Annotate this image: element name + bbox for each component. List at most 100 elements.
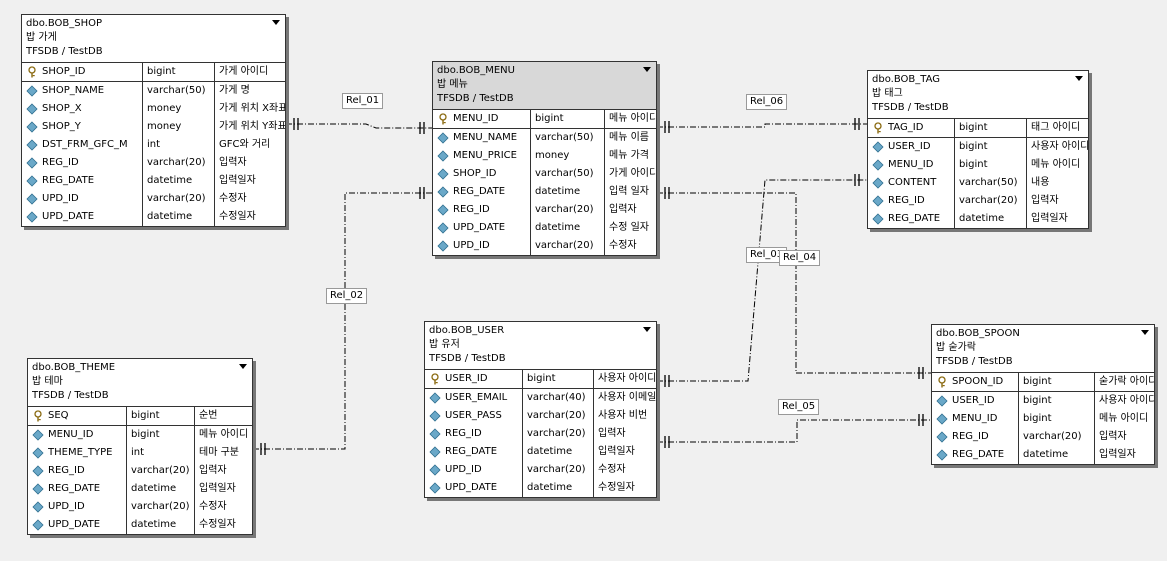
column-name: UPD_DATE [42,211,95,222]
dropdown-arrow-icon[interactable] [643,327,651,332]
column-diamond-icon [429,464,441,476]
column-diamond-icon [872,195,884,207]
column-description: 사용자 아이디 [593,370,656,388]
table-subtitle: 밥 가게 [26,32,57,43]
dropdown-arrow-icon[interactable] [239,364,247,369]
relationship-label-rel_01[interactable]: Rel_01 [342,93,384,109]
dropdown-arrow-icon[interactable] [1075,76,1083,81]
table-subtitle: 밥 태그 [872,88,903,99]
table-title: dbo.BOB_SPOON [936,328,1020,339]
column-description: 입력자 [194,462,252,480]
column-name: USER_ID [888,141,931,152]
column-description: 가게 위치 X좌표 [214,100,285,118]
column-name: USER_PASS [445,410,502,421]
relationship-label-rel_02[interactable]: Rel_02 [326,288,368,304]
column-description: 가게 명 [214,82,285,100]
relationship-label-rel_05[interactable]: Rel_05 [778,399,820,415]
column-diamond-icon [437,132,449,144]
column-type: varchar(40) [522,389,593,407]
column-type: bigint [126,407,194,425]
dropdown-arrow-icon[interactable] [1141,330,1149,335]
column-type: varchar(20) [530,201,604,219]
dropdown-arrow-icon[interactable] [272,20,280,25]
column-type: varchar(20) [530,237,604,255]
relationship-label-rel_04[interactable]: Rel_04 [779,250,821,266]
column-description: 입력자 [214,154,285,172]
table-database: TFSDB / TestDB [437,93,514,104]
column-type: bigint [954,119,1026,137]
dropdown-arrow-icon[interactable] [643,67,651,72]
column-type: varchar(20) [954,192,1026,210]
column-name: MENU_NAME [453,132,518,143]
relationship-label-rel_06[interactable]: Rel_06 [746,94,788,110]
column-type: bigint [142,63,214,81]
column-description: 사용자 아이디 [1094,392,1154,410]
column-type: varchar(50) [530,165,604,183]
column-diamond-icon [32,465,44,477]
column-diamond-icon [872,177,884,189]
column-name: SHOP_ID [42,66,86,77]
column-type: varchar(20) [142,154,214,172]
column-name: USER_EMAIL [445,392,508,403]
column-diamond-icon [437,240,449,252]
column-description: 수정자 [214,190,285,208]
column-description: 순번 [194,407,252,425]
column-name: MENU_PRICE [453,150,517,161]
